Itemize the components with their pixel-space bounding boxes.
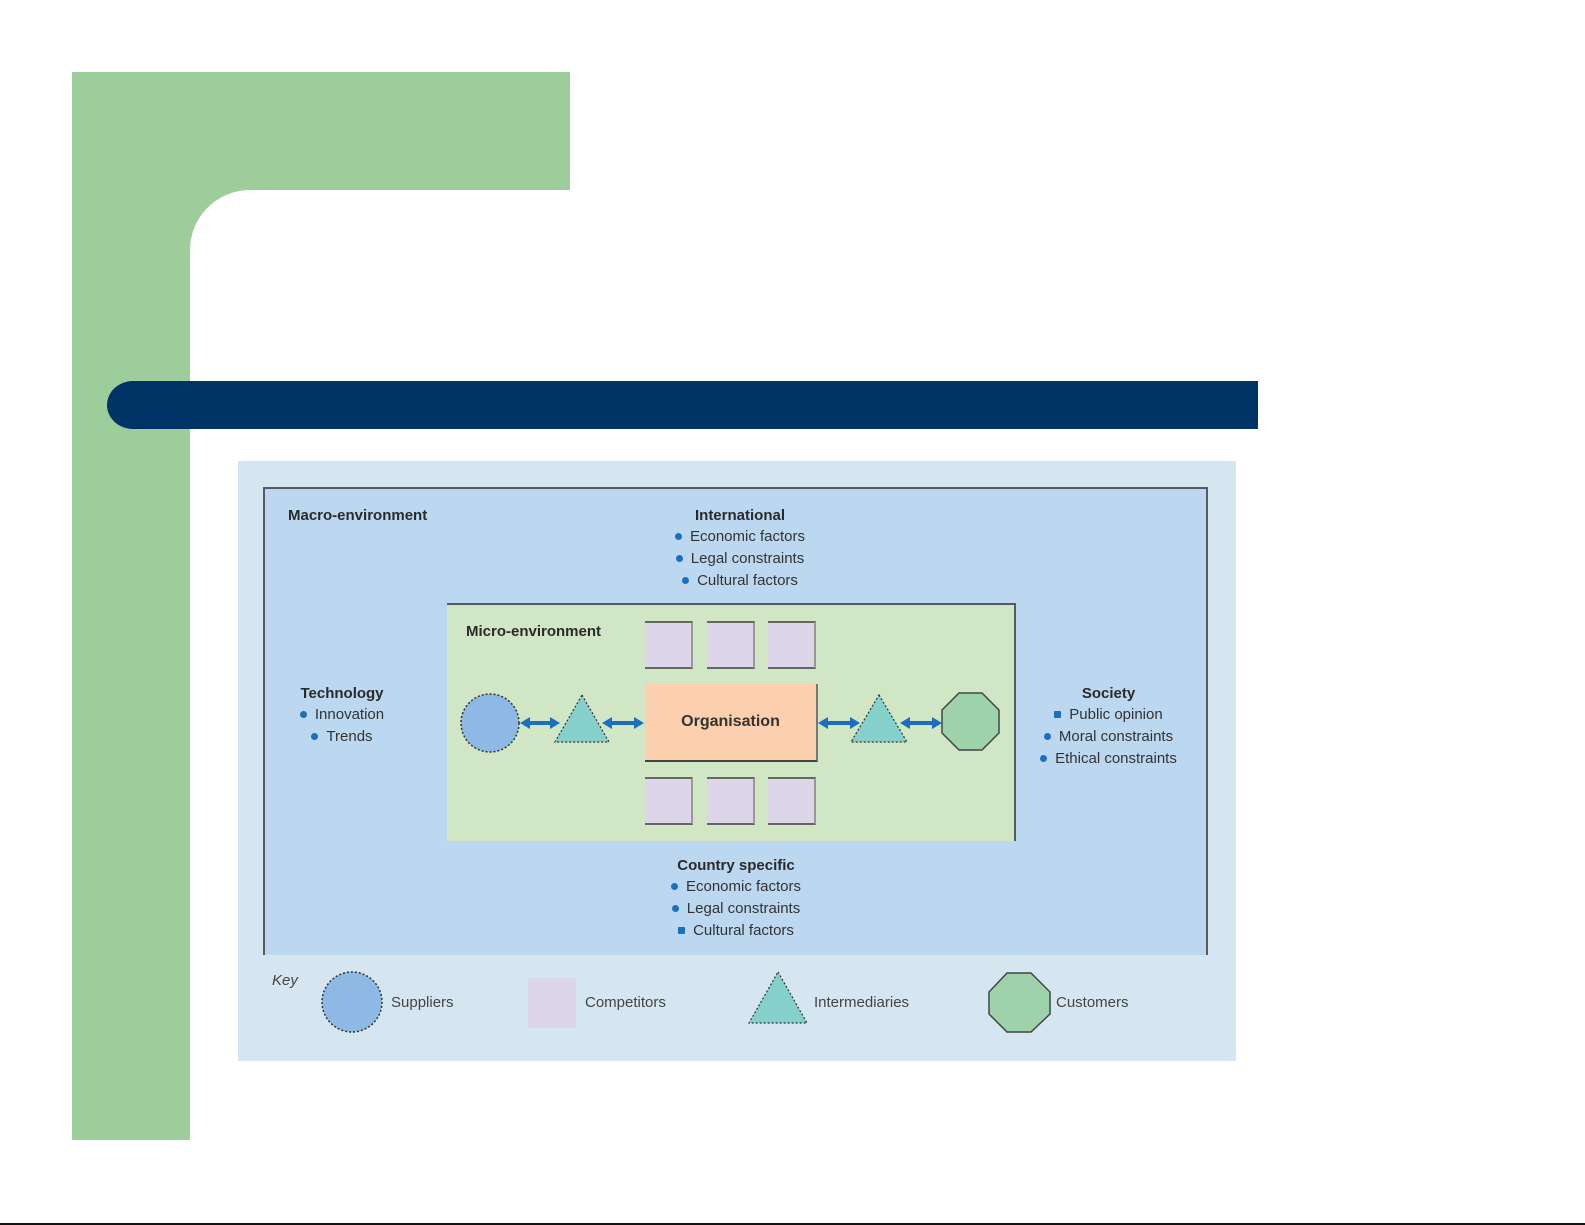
international-item: Cultural factors [640, 570, 840, 592]
slide-green-side-bar [72, 190, 190, 1140]
society-item: Moral constraints [1026, 726, 1191, 748]
slide-bottom-rule [0, 1223, 1585, 1225]
society-item: Ethical constraints [1026, 748, 1191, 770]
key-suppliers-label: Suppliers [391, 994, 454, 1011]
bullet-icon [682, 576, 690, 584]
technology-item: Trends [282, 726, 402, 748]
competitor-square [707, 777, 755, 825]
country-specific-heading: Country specific [677, 857, 795, 874]
international-item: Legal constraints [640, 548, 840, 570]
slide-green-header-block [72, 72, 570, 190]
competitor-square [645, 777, 693, 825]
key-intermediary-triangle-icon [747, 970, 809, 1024]
micro-environment-label: Micro-environment [466, 623, 602, 640]
competitor-square [707, 621, 755, 669]
competitor-square [645, 621, 693, 669]
competitor-square [768, 777, 816, 825]
key-intermediaries-label: Intermediaries [814, 994, 910, 1011]
bullet-icon [671, 904, 679, 912]
bullet-icon [670, 882, 678, 890]
society-heading: Society [1081, 685, 1136, 702]
bullet-icon [311, 732, 319, 740]
bullet-icon [1043, 732, 1051, 740]
double-arrow-icon [602, 717, 644, 729]
country-specific-item: Cultural factors [636, 920, 836, 942]
key-customer-octagon-icon [988, 972, 1051, 1033]
customer-octagon [941, 692, 1000, 751]
international-item: Economic factors [640, 526, 840, 548]
technology-group: Technology Innovation Trends [282, 684, 402, 748]
key-label: Key [272, 972, 298, 989]
international-group: International Economic factors Legal con… [640, 506, 840, 592]
key-customers-label: Customers [1056, 994, 1129, 1011]
country-specific-item: Legal constraints [636, 898, 836, 920]
key-competitor-square-icon [528, 978, 576, 1028]
macro-environment-label: Macro-environment [288, 507, 428, 524]
intermediary-triangle [849, 693, 909, 743]
technology-item: Innovation [282, 704, 402, 726]
society-item: Public opinion [1026, 704, 1191, 726]
slide-title-bar [107, 381, 1258, 429]
double-arrow-icon [818, 717, 860, 729]
bullet-icon [1054, 710, 1062, 718]
double-arrow-icon [900, 717, 942, 729]
international-heading: International [694, 507, 785, 524]
country-specific-item: Economic factors [636, 876, 836, 898]
organisation-box: Organisation [645, 684, 818, 762]
key-competitors-label: Competitors [585, 994, 666, 1011]
bullet-icon [299, 710, 307, 718]
double-arrow-icon [520, 717, 560, 729]
technology-heading: Technology [300, 685, 384, 702]
bullet-icon [674, 532, 682, 540]
bullet-icon [678, 926, 686, 934]
bullet-icon [1040, 754, 1048, 762]
intermediary-triangle [553, 693, 611, 743]
competitor-square [768, 621, 816, 669]
bullet-icon [675, 554, 683, 562]
society-group: Society Public opinion Moral constraints… [1026, 684, 1191, 770]
key-supplier-circle-icon [321, 971, 383, 1033]
country-specific-group: Country specific Economic factors Legal … [636, 856, 836, 942]
supplier-circle [460, 693, 520, 753]
